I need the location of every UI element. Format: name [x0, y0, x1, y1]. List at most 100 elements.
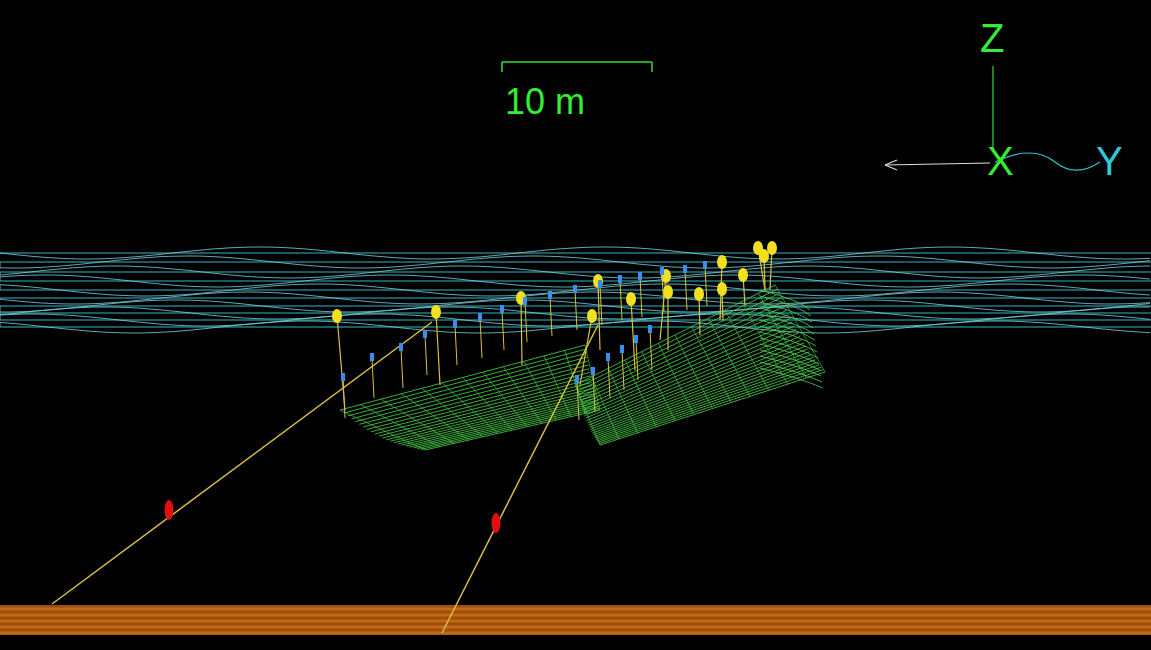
surface-float: [431, 305, 441, 319]
float-riser: [502, 310, 504, 350]
net-strand: [596, 362, 817, 439]
net-strand: [398, 396, 595, 444]
float-riser: [622, 350, 624, 390]
wave-curve: [0, 307, 1150, 319]
net-strand: [725, 310, 769, 390]
seabed-line: [0, 624, 1151, 625]
net-strand: [592, 352, 809, 433]
net-strand: [595, 360, 815, 438]
net-strand: [381, 399, 454, 443]
net-strand: [576, 289, 777, 388]
x-axis: [885, 163, 990, 165]
net-strand: [410, 403, 598, 448]
sea-surface: [0, 247, 1151, 333]
surface-float: [626, 292, 636, 306]
float-riser: [580, 316, 592, 385]
float-riser: [525, 302, 527, 342]
net-strand: [463, 378, 513, 431]
seabed-line: [0, 630, 1151, 631]
net-strand: [582, 314, 789, 407]
seabed-line: [0, 618, 1151, 619]
float-riser: [593, 372, 595, 412]
surface-float: [717, 282, 727, 296]
net-mesh: [340, 285, 825, 450]
small-buoy: [573, 285, 577, 293]
small-buoy: [399, 343, 403, 351]
net-strand: [758, 293, 806, 378]
net-strand: [402, 398, 596, 445]
net-strand: [760, 326, 816, 346]
float-riser: [372, 358, 374, 398]
net-strand: [483, 372, 527, 427]
small-buoy: [648, 325, 652, 333]
small-buoy: [341, 373, 345, 381]
net-strand: [708, 318, 750, 396]
floats: [332, 241, 777, 420]
small-buoy: [575, 375, 579, 383]
small-buoy: [591, 367, 595, 375]
float-riser: [575, 290, 577, 330]
small-buoy: [620, 345, 624, 353]
net-strand: [503, 367, 541, 424]
net-strand: [692, 327, 732, 403]
float-riser: [550, 296, 552, 336]
net-strand: [421, 408, 599, 449]
float-riser: [705, 266, 707, 306]
wave-curve: [0, 256, 1150, 268]
net-strand: [760, 320, 815, 340]
float-riser: [401, 348, 403, 388]
net-strand: [760, 344, 819, 364]
scale-tick: [651, 62, 653, 72]
small-buoy: [638, 272, 642, 280]
net-strand: [599, 370, 823, 444]
net-strand: [760, 356, 821, 376]
surface-float: [593, 274, 603, 288]
seabed-line: [0, 615, 1151, 616]
small-buoy: [618, 275, 622, 283]
net-strand: [598, 367, 821, 442]
z-axis: [992, 66, 993, 150]
small-buoy: [500, 305, 504, 313]
net-strand: [406, 401, 597, 447]
x-arrowhead: [885, 160, 897, 170]
surface-float: [694, 287, 704, 301]
scale-bar: [502, 61, 652, 63]
float-riser: [521, 298, 522, 365]
surface-float: [738, 268, 748, 282]
net-strand: [413, 405, 598, 448]
float-riser: [436, 312, 440, 385]
net-strand: [760, 338, 818, 358]
net-strand: [442, 383, 498, 433]
small-buoy: [548, 291, 552, 299]
float-riser: [608, 358, 610, 398]
float-riser: [598, 281, 600, 350]
float-riser: [343, 378, 345, 418]
net-strand: [594, 357, 813, 436]
float-riser: [480, 318, 482, 358]
net-strand: [760, 350, 820, 370]
float-riser: [667, 292, 668, 350]
net-strand: [760, 314, 814, 334]
axis-label: Y: [1096, 141, 1123, 181]
surface-float: [587, 309, 597, 323]
wave-curve: [0, 314, 1150, 326]
wave-curve: [0, 266, 1150, 278]
seabed-line: [0, 612, 1151, 613]
mooring-line: [442, 325, 598, 633]
small-buoy: [606, 353, 610, 361]
float-riser: [631, 299, 635, 370]
net-strand: [658, 343, 693, 414]
net-strand: [760, 362, 822, 382]
net-strand: [524, 361, 557, 420]
float-riser: [662, 272, 664, 312]
net-strand: [642, 352, 675, 421]
net-strand: [760, 290, 810, 310]
float-riser: [425, 335, 427, 375]
seabed-line: [0, 633, 1151, 634]
wave-line: [0, 271, 1151, 272]
mooring-line: [52, 322, 432, 604]
wave-line: [0, 326, 1151, 327]
small-buoy: [370, 353, 374, 361]
small-buoy: [453, 320, 457, 328]
small-buoy: [598, 280, 602, 288]
